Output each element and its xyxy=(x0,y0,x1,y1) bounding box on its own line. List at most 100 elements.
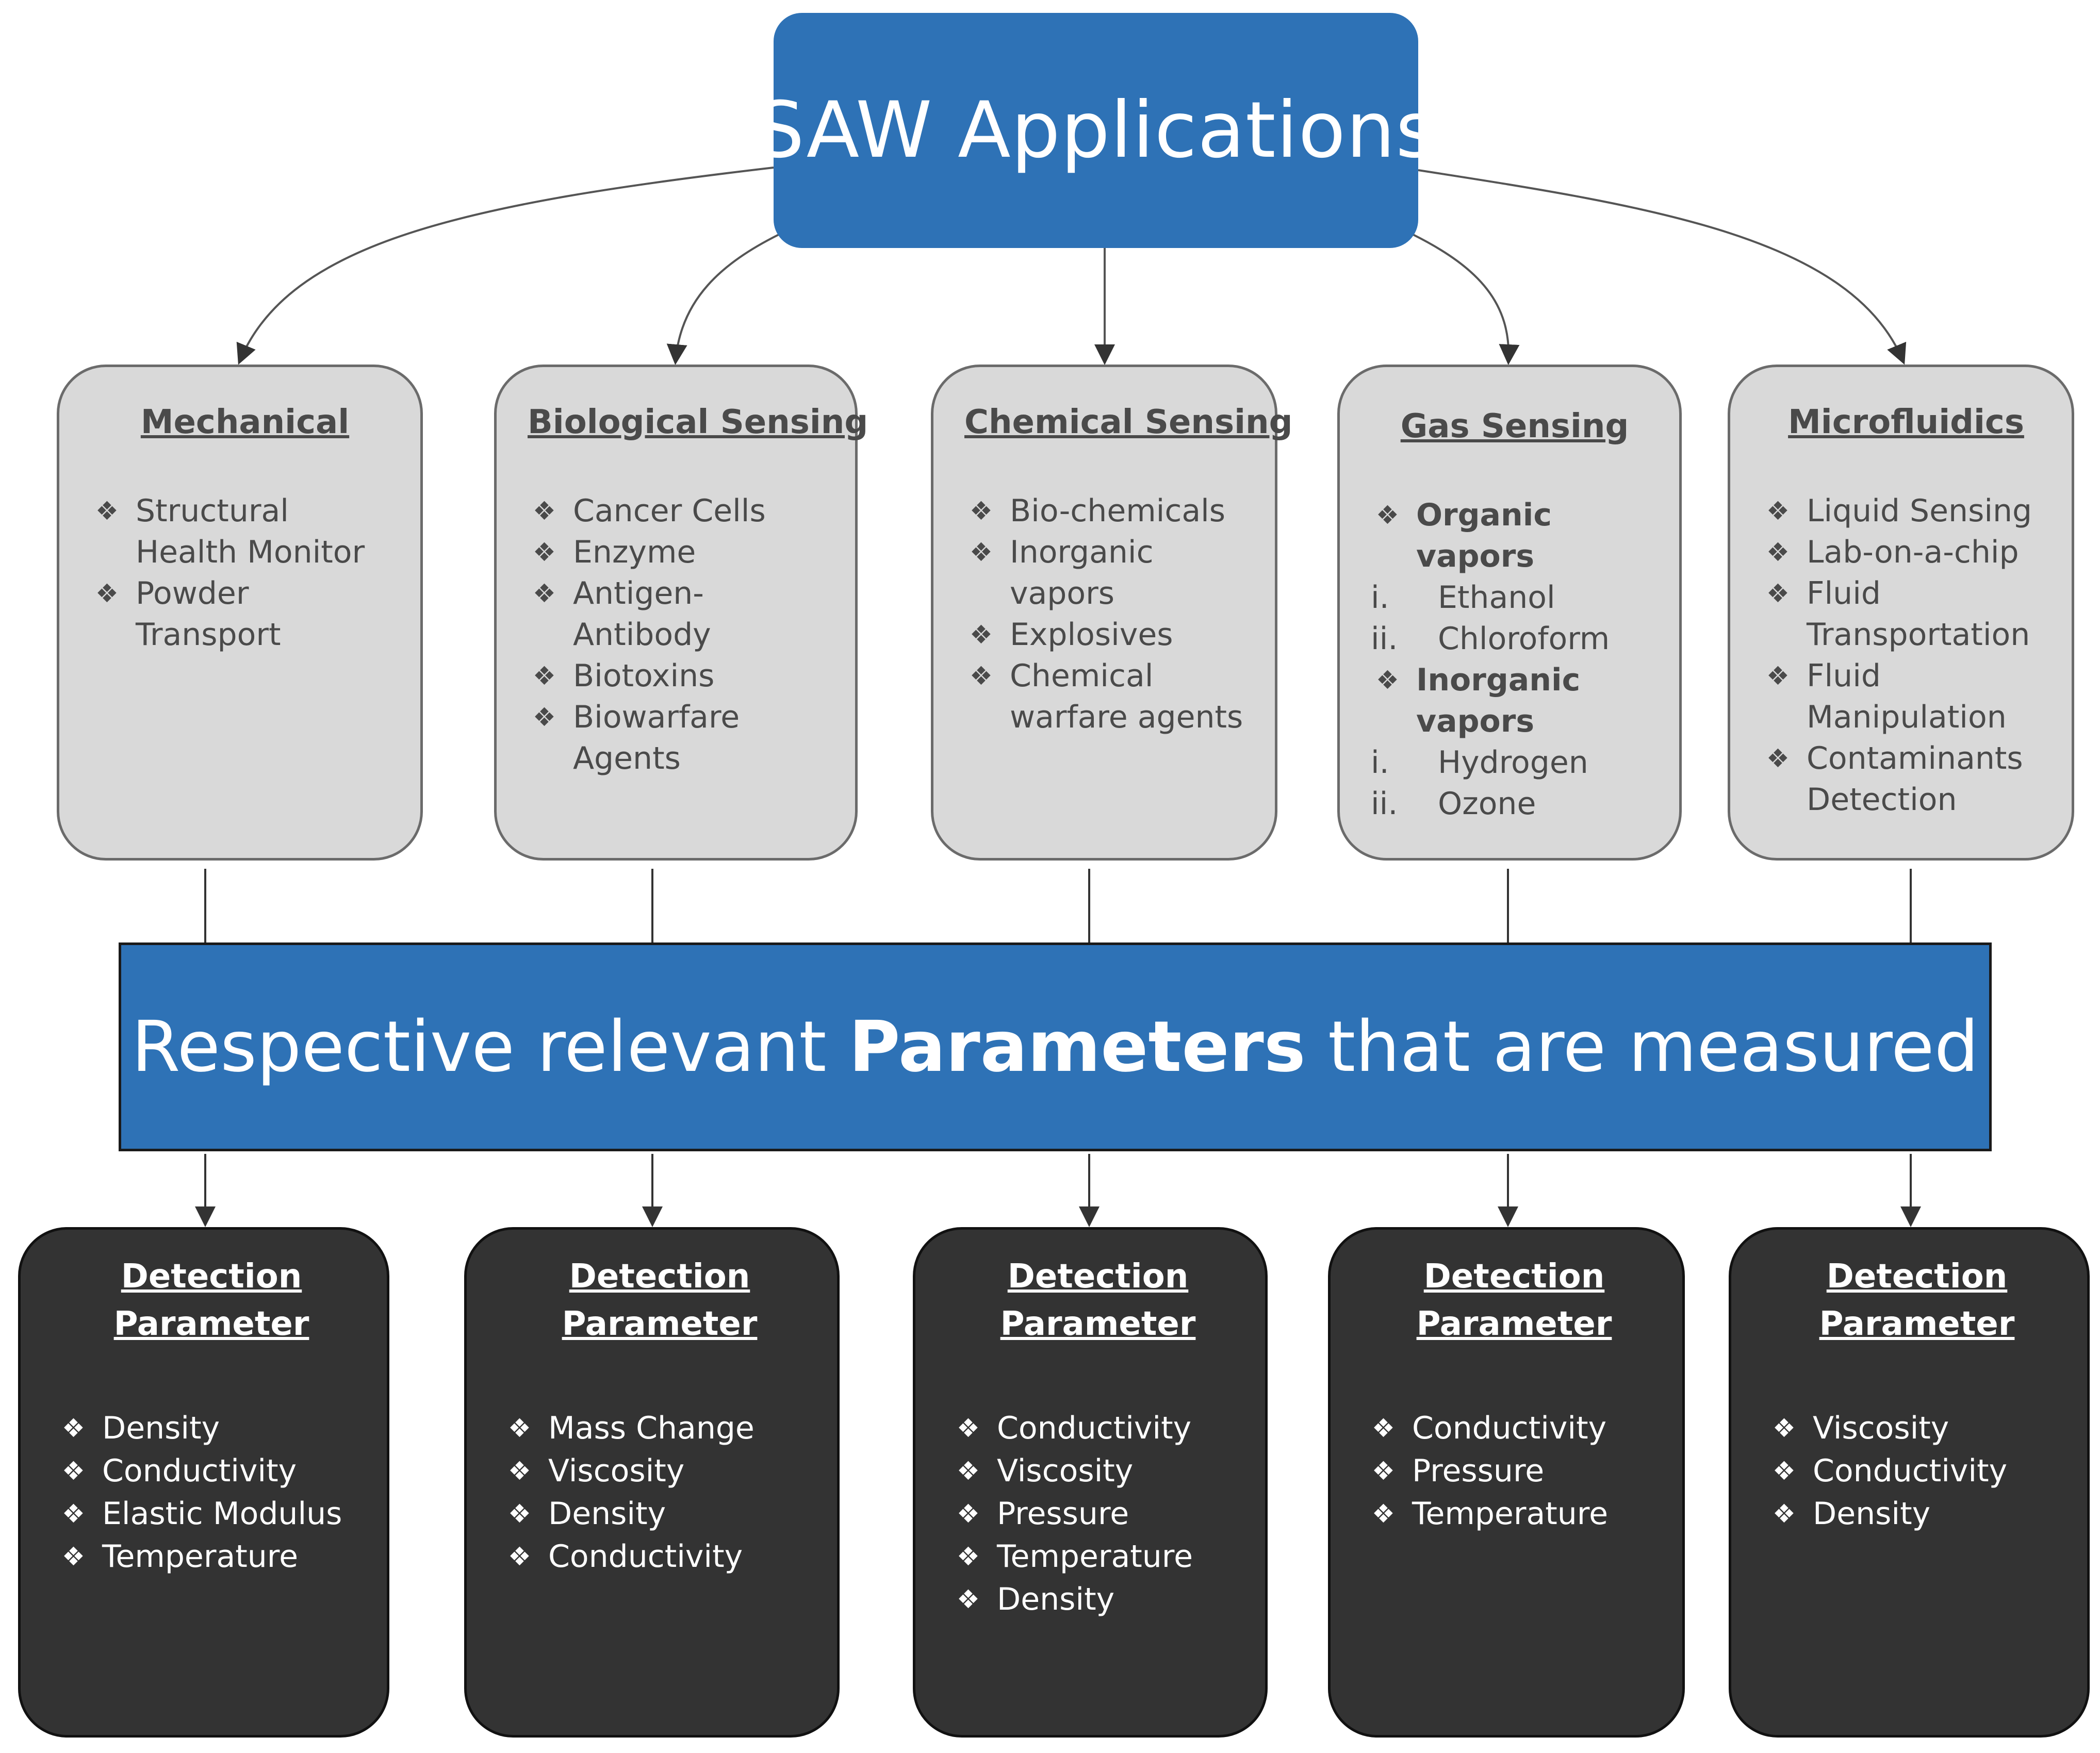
app-item-list: ❖Liquid Sensing ❖Lab-on-a-chip ❖Fluid Tr… xyxy=(1761,490,2051,820)
detection-box-5: Detection Parameter ❖Viscosity ❖Conducti… xyxy=(1729,1227,2090,1738)
detection-box-2: Detection Parameter ❖Mass Change ❖Viscos… xyxy=(464,1227,840,1738)
detection-item: ❖Elastic Modulus xyxy=(57,1493,366,1535)
diamond-bullet-icon: ❖ xyxy=(1376,500,1399,530)
diamond-bullet-icon: ❖ xyxy=(1372,1456,1395,1486)
app-item: ❖Powder Transport xyxy=(90,573,400,655)
diamond-bullet-icon: ❖ xyxy=(533,661,556,691)
diamond-bullet-icon: ❖ xyxy=(1372,1499,1395,1529)
diamond-bullet-icon: ❖ xyxy=(970,661,993,691)
diamond-bullet-icon: ❖ xyxy=(1773,1413,1796,1443)
diamond-bullet-icon: ❖ xyxy=(95,496,119,526)
app-item: ❖Fluid Transportation xyxy=(1761,573,2051,655)
detection-title: Detection Parameter xyxy=(1819,1258,2015,1343)
diamond-bullet-icon: ❖ xyxy=(533,702,556,732)
diamond-bullet-icon: ❖ xyxy=(957,1542,980,1572)
diamond-bullet-icon: ❖ xyxy=(1766,578,1790,608)
app-item: ❖Antigen-Antibody xyxy=(528,573,834,655)
app-subitem: ii.Ozone xyxy=(1371,786,1536,822)
app-item: ❖Inorganic vapors xyxy=(1371,659,1659,742)
diamond-bullet-icon: ❖ xyxy=(970,496,993,526)
app-item: ❖Liquid Sensing xyxy=(1761,490,2051,532)
diamond-bullet-icon: ❖ xyxy=(62,1456,85,1486)
parameters-band: Respective relevant Parameters that are … xyxy=(119,942,1992,1151)
diamond-bullet-icon: ❖ xyxy=(1376,665,1399,695)
detection-item: ❖Conductivity xyxy=(1367,1407,1662,1450)
title-box: SAW Applications xyxy=(756,13,1436,248)
diamond-bullet-icon: ❖ xyxy=(1766,537,1790,567)
detection-item: ❖Conductivity xyxy=(1767,1450,2066,1493)
app-item: ❖Bio-chemicals xyxy=(964,490,1254,532)
app-item: ❖Enzyme xyxy=(528,532,834,573)
detection-item: ❖Conductivity xyxy=(57,1450,366,1493)
diamond-bullet-icon: ❖ xyxy=(957,1456,980,1486)
app-item: ❖Contaminants Detection xyxy=(1761,738,2051,820)
app-item: ❖Chemical warfare agents xyxy=(964,655,1254,738)
app-title: Chemical Sensing xyxy=(964,403,1293,441)
diamond-bullet-icon: ❖ xyxy=(1773,1499,1796,1529)
detection-title: Detection Parameter xyxy=(113,1258,309,1343)
detection-box-1: Detection Parameter ❖Density ❖Conductivi… xyxy=(18,1227,389,1738)
detection-item: ❖Density xyxy=(1767,1493,2066,1535)
detection-item: ❖Pressure xyxy=(951,1493,1244,1535)
diamond-bullet-icon: ❖ xyxy=(957,1499,980,1529)
app-title: Microfluidics xyxy=(1788,403,2024,441)
app-box-chemical-sensing: Chemical Sensing ❖Bio-chemicals ❖Inorgan… xyxy=(931,365,1293,861)
detection-item: ❖Temperature xyxy=(57,1535,366,1578)
app-item: ❖Cancer Cells xyxy=(528,490,834,532)
app-item-list: ❖Bio-chemicals ❖Inorganic vapors ❖Explos… xyxy=(964,490,1254,738)
app-box-microfluidics: Microfluidics ❖Liquid Sensing ❖Lab-on-a-… xyxy=(1728,365,2074,861)
detection-item: ❖Viscosity xyxy=(951,1450,1244,1493)
app-box-mechanical: Mechanical ❖Structural Health Monitor ❖P… xyxy=(57,365,423,861)
detection-item: ❖Conductivity xyxy=(951,1407,1244,1450)
diamond-bullet-icon: ❖ xyxy=(970,537,993,567)
diamond-bullet-icon: ❖ xyxy=(62,1499,85,1529)
detection-item-list: ❖Mass Change ❖Viscosity ❖Density ❖Conduc… xyxy=(503,1407,816,1578)
app-subitem: i.Ethanol xyxy=(1371,580,1555,616)
band-text: Respective relevant Parameters that are … xyxy=(132,1006,1979,1088)
diamond-bullet-icon: ❖ xyxy=(95,578,119,608)
detection-title: Detection Parameter xyxy=(1000,1258,1196,1343)
detection-item: ❖Mass Change xyxy=(503,1407,816,1450)
app-item: ❖Biotoxins xyxy=(528,655,834,697)
app-subitem: ii.Chloroform xyxy=(1371,621,1610,657)
diamond-bullet-icon: ❖ xyxy=(508,1499,531,1529)
app-subitem: i.Hydrogen xyxy=(1371,745,1588,781)
detection-box-4: Detection Parameter ❖Conductivity ❖Press… xyxy=(1328,1227,1685,1738)
detection-item: ❖Temperature xyxy=(951,1535,1244,1578)
band-bold-text: Parameters xyxy=(848,1006,1306,1088)
diamond-bullet-icon: ❖ xyxy=(62,1542,85,1572)
app-item-list: ❖Structural Health Monitor ❖Powder Trans… xyxy=(90,490,400,655)
detection-item-list: ❖Viscosity ❖Conductivity ❖Density xyxy=(1767,1407,2066,1535)
diamond-bullet-icon: ❖ xyxy=(957,1584,980,1614)
detection-box-3: Detection Parameter ❖Conductivity ❖Visco… xyxy=(913,1227,1268,1738)
diamond-bullet-icon: ❖ xyxy=(1766,496,1790,526)
detection-item: ❖Density xyxy=(951,1578,1244,1621)
app-title: Gas Sensing xyxy=(1400,407,1629,445)
detection-item-list: ❖Conductivity ❖Viscosity ❖Pressure ❖Temp… xyxy=(951,1407,1244,1621)
detection-item: ❖Viscosity xyxy=(503,1450,816,1493)
detection-title: Detection Parameter xyxy=(1416,1258,1612,1343)
diagram-title: SAW Applications xyxy=(755,86,1437,175)
app-box-biological-sensing: Biological Sensing ❖Cancer Cells ❖Enzyme… xyxy=(494,365,868,861)
diamond-bullet-icon: ❖ xyxy=(1773,1456,1796,1486)
detection-item: ❖Conductivity xyxy=(503,1535,816,1578)
diamond-bullet-icon: ❖ xyxy=(1766,661,1790,691)
arrow-title-to-biological xyxy=(666,234,779,365)
detection-item: ❖Viscosity xyxy=(1767,1407,2066,1450)
detection-item: ❖Density xyxy=(503,1493,816,1535)
detection-item-list: ❖Density ❖Conductivity ❖Elastic Modulus … xyxy=(57,1407,366,1578)
diamond-bullet-icon: ❖ xyxy=(508,1542,531,1572)
detection-item: ❖Density xyxy=(57,1407,366,1450)
diamond-bullet-icon: ❖ xyxy=(508,1413,531,1443)
detection-item: ❖Pressure xyxy=(1367,1450,1662,1493)
arrow-title-to-mechanical xyxy=(236,167,774,365)
arrow-title-to-microfluidics xyxy=(1418,169,1907,365)
detection-item: ❖Temperature xyxy=(1367,1493,1662,1535)
app-item: ❖Organic vapors xyxy=(1371,494,1659,577)
app-item: ❖Explosives xyxy=(964,614,1254,655)
diamond-bullet-icon: ❖ xyxy=(508,1456,531,1486)
app-item: ❖Inorganic vapors xyxy=(964,532,1254,614)
detection-title: Detection Parameter xyxy=(562,1258,758,1343)
app-box-gas-sensing: Gas Sensing ❖Organic vapors i.Ethanol ii… xyxy=(1337,365,1682,861)
diamond-bullet-icon: ❖ xyxy=(62,1413,85,1443)
